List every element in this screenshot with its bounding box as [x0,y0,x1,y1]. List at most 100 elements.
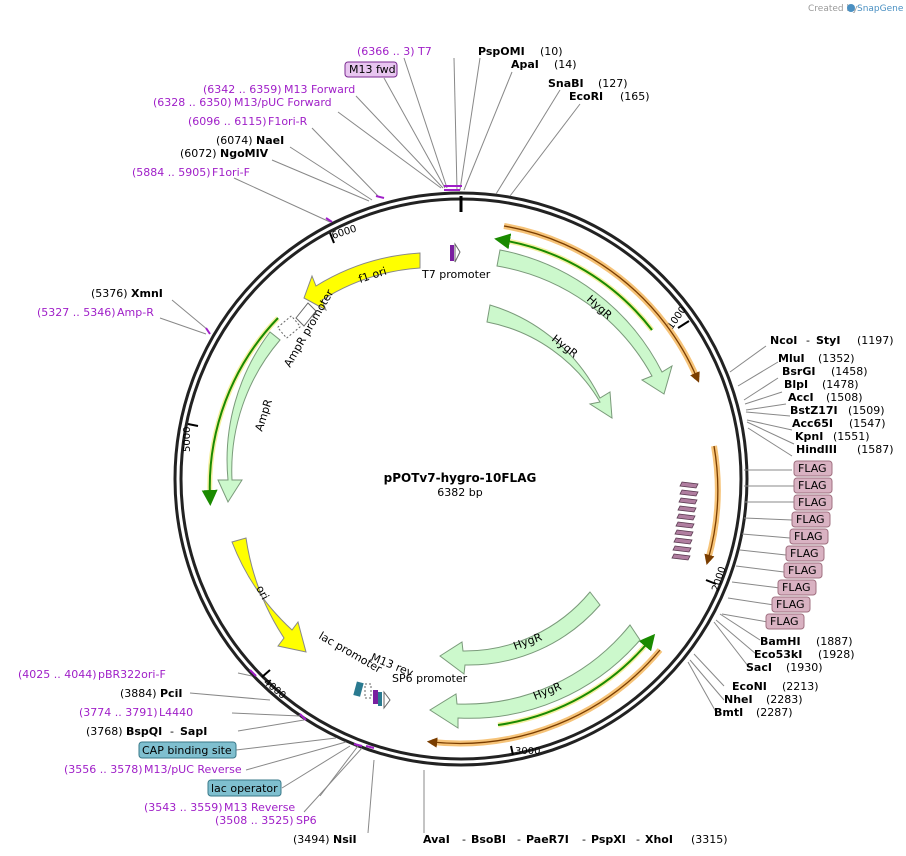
ampr-promoter-box [276,315,302,339]
ampr-arrow [217,331,281,504]
hygr-arrow-1 [496,249,673,395]
m13-forward-range: (6342 .. 6359) [203,83,282,96]
flag-label-2: FLAG [798,479,827,492]
site-mlui-name: MluI [778,352,805,365]
site-eco53ki-pos: (1928) [818,648,855,661]
orf-arrow-bottom [497,633,656,726]
m13-rev-mark [373,690,378,704]
t7-range: (6366 .. 3) [357,45,415,58]
site-nhei-pos: (2283) [766,693,803,706]
ori-arrow [231,537,307,653]
pcii-pos: (3884) [120,687,157,700]
m13-fwd-box [344,61,398,78]
site-multi-pos: (3315) [691,833,728,846]
flag-label-9: FLAG [776,598,805,611]
sp6-promoter-label: SP6 promoter [392,672,468,685]
site-bamhi-name: BamHI [760,635,801,648]
ngomiv-name: NgoMIV [220,147,269,160]
site-snabi-name: SnaBI [548,77,584,90]
site-paer7i-name: PaeR7I [526,833,569,846]
site-bsobi-name: BsoBI [471,833,506,846]
site-acci-name: AccI [788,391,814,404]
ampr-promoter-arrow [295,302,317,327]
site-hindiii-name: HindIII [796,443,837,456]
credit-brand: SnapGene [857,4,904,14]
xmni-name: XmnI [131,287,163,300]
sapi-name: SapI [180,725,207,738]
flag-box-3 [793,494,833,511]
site-mlui-pos: (1352) [818,352,855,365]
m13-reverse-range: (3543 .. 3559) [144,801,223,814]
site-pspomi-name: PspOMI [478,45,525,58]
site-ecori-name: EcoRI [569,90,603,103]
bspqi-name: BspQI [126,725,162,738]
site-eco53ki-name: Eco53kI [754,648,802,661]
site-bmti-name: BmtI [714,706,743,719]
m13-forward-name: M13 Forward [284,83,355,96]
flag-label-6: FLAG [790,547,819,560]
flag-label-10: FLAG [770,615,799,628]
sp6-range: (3508 .. 3525) [215,814,294,827]
tick-label-6000: 6000 [331,224,359,242]
hygr-orf-top [503,225,700,383]
orf-arrow-left [201,317,279,506]
sp6-promoter-arrow [383,690,391,710]
bottom-dash-1: - [462,833,466,846]
bottom-dash-3: - [582,833,586,846]
flag-label-boxes: FLAG FLAG FLAG FLAG FLAG FLAG FLAG FLAG … [765,460,833,630]
flag-repeats [671,481,699,561]
site-kpni-pos: (1551) [833,430,870,443]
site-nhei-name: NheI [724,693,753,706]
f1ori-r-name: F1ori-R [268,115,308,128]
cap-mark [378,692,382,706]
site-avai-name: AvaI [423,833,450,846]
plasmid-size: 6382 bp [437,486,482,499]
site-econi-name: EcoNI [732,680,767,693]
tick-label-3000: 3000 [515,746,540,757]
t7-promoter-label: T7 promoter [421,268,491,281]
lac-promoter-mark [364,683,372,699]
site-pspxi-name: PspXI [591,833,626,846]
site-saci-pos: (1930) [786,661,823,674]
naei-pos: (6074) [216,134,253,147]
naei-name: NaeI [256,134,284,147]
site-acc65i-pos: (1547) [849,417,886,430]
site-pspomi-pos: (10) [540,45,563,58]
tick-label-5000: 5000 [182,427,193,452]
site-ncoi-pos: (1197) [857,334,894,347]
amp-r-name: Amp-R [117,306,154,319]
site-acc65i-name: Acc65I [792,417,833,430]
site-saci-name: SacI [746,661,772,674]
primer-markers [205,185,462,749]
site-bstz17i-pos: (1509) [848,404,885,417]
flag-label-5: FLAG [794,530,823,543]
site-blpi-name: BlpI [784,378,808,391]
site-kpni-name: KpnI [795,430,823,443]
orf-arrow-top [494,233,653,331]
site-ncoi-dash: - [806,334,810,347]
flag-label-3: FLAG [798,496,827,509]
hygr-arrow-2 [486,304,613,419]
site-xhoi-name: XhoI [645,833,673,846]
bspqi-pos: (3768) [86,725,123,738]
flag-orf [704,445,719,566]
site-apai-name: ApaI [511,58,539,71]
lac-operator-label: lac operator [211,782,278,795]
m13-reverse-name: M13 Reverse [224,801,295,814]
site-ecori-pos: (165) [620,90,650,103]
f1ori-f-name: F1ori-F [212,166,250,179]
pcii-name: PciI [160,687,182,700]
nsii-name: NsiI [333,833,357,846]
flag-label-7: FLAG [788,564,817,577]
site-blpi-pos: (1478) [822,378,859,391]
f1ori-f-range: (5884 .. 5905) [132,166,211,179]
bottom-dash-4: - [636,833,640,846]
m13-puc-forward-range: (6328 .. 6350) [153,96,232,109]
flag-box-9 [771,596,811,613]
hygr-arrow-3 [439,591,601,675]
l4440-name: L4440 [159,706,193,719]
f1ori-r-range: (6096 .. 6115) [188,115,267,128]
backbone-outer [173,191,749,767]
t7-name: T7 [417,45,432,58]
hygr-arrow-4 [429,624,641,729]
